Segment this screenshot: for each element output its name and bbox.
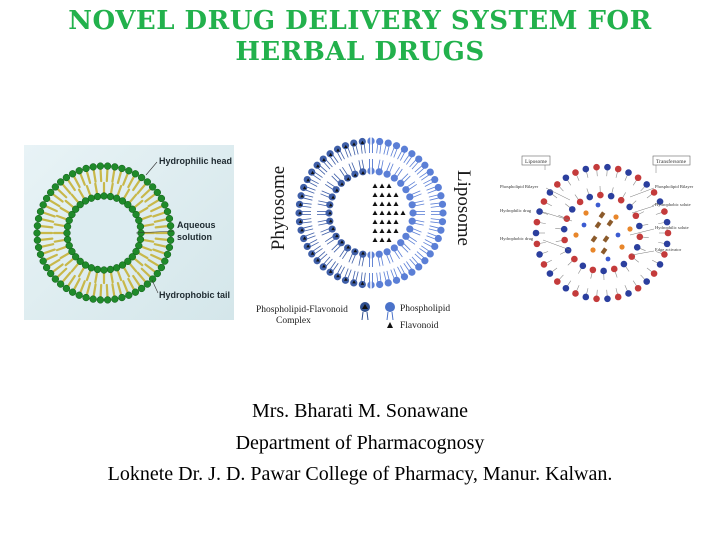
- slide-title: NOVEL DRUG DELIVERY SYSTEM FOR HERBAL DR…: [0, 6, 720, 68]
- phytosome-legend: Phospholipid-Flavonoid Complex Phospholi…: [256, 302, 450, 331]
- label-hydrophobic-solute: Hydrophobic solute: [655, 202, 691, 207]
- label-hydrophilic-solute: Hydrophilic solute: [655, 225, 689, 230]
- label-aqueous-line1: Aqueous: [177, 220, 216, 230]
- college-name: Loknete Dr. J. D. Pawar College of Pharm…: [107, 463, 613, 485]
- legend-complex-line1: Phospholipid-Flavonoid: [256, 305, 348, 315]
- label-phytosome: Phytosome: [268, 166, 289, 250]
- label-hydrophilic-head: Hydrophilic head: [159, 156, 232, 166]
- phytosome-liposome-figure: Phytosome Liposome Phospholipid-Flavonoi…: [256, 137, 474, 331]
- label-bilayer-left: Phospholipid Bilayer: [500, 184, 539, 189]
- label-liposome: Liposome: [453, 170, 474, 246]
- label-hydrophobic-tail: Hydrophobic tail: [159, 290, 230, 300]
- title-line-1: NOVEL DRUG DELIVERY SYSTEM FOR: [68, 6, 652, 36]
- bilayer-vesicle-figure: Hydrophilic head Aqueous solution Hydrop…: [24, 145, 234, 320]
- legend-phospholipid: Phospholipid: [400, 304, 450, 314]
- legend-complex-icon: [360, 302, 370, 321]
- box-liposome: Liposome: [525, 159, 548, 165]
- transfersome-leader-lines: [542, 161, 657, 256]
- department-name: Department of Pharmacognosy: [235, 432, 485, 454]
- label-edge-activator: Edge activator: [655, 247, 682, 252]
- author-name: Mrs. Bharati M. Sonawane: [251, 400, 469, 422]
- label-aqueous-line2: solution: [177, 232, 212, 242]
- label-bilayer-right: Phospholipid Bilayer: [655, 184, 694, 189]
- label-hydrophobic-drug: Hydrophobic drug: [500, 236, 534, 241]
- legend-flavonoid-icon: [387, 322, 393, 328]
- transfersome-figure: Liposome Transfersome Phospholipid Bilay…: [500, 155, 694, 303]
- bilayer-rings: [33, 161, 175, 304]
- legend-flavonoid: Flavonoid: [400, 321, 439, 331]
- box-transfersome: Transfersome: [656, 158, 687, 165]
- legend-phospholipid-icon: [385, 302, 395, 321]
- title-line-2: HERBAL DRUGS: [235, 37, 485, 67]
- legend-complex-line2: Complex: [276, 316, 311, 326]
- label-hydrophilic-drug: Hydrophilic drug: [500, 208, 532, 213]
- phytosome-liposome-vesicle: [295, 137, 447, 289]
- transfersome-vesicle: [532, 163, 672, 303]
